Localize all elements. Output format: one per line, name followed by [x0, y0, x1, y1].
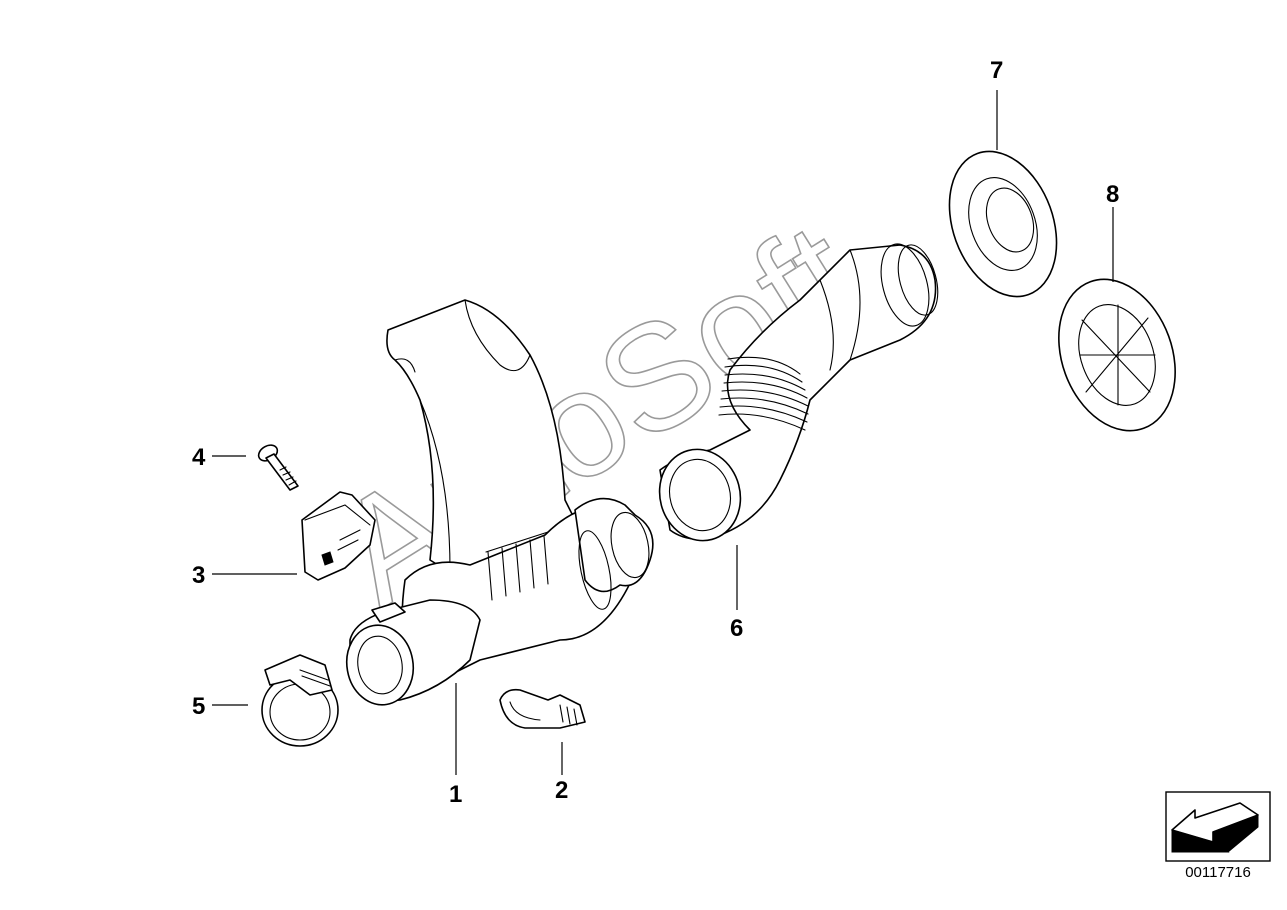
part-1-intake-housing: [345, 299, 654, 706]
document-number: 00117716: [1185, 864, 1251, 881]
part-6-bellows-hose: [658, 243, 939, 542]
part-3-holder: [301, 491, 376, 581]
part-8-cover-cap: [1058, 278, 1176, 432]
callout-6: 6: [730, 615, 743, 642]
callout-2: 2: [555, 777, 568, 804]
part-7-grommet: [948, 150, 1058, 298]
callout-8: 8: [1106, 181, 1119, 208]
callout-3: 3: [192, 562, 205, 589]
callout-4: 4: [192, 444, 206, 471]
part-5-hose-clamp: [261, 654, 339, 747]
callouts: 7 8 6 1 2 4 3 5: [192, 57, 1119, 808]
callout-7: 7: [990, 57, 1003, 84]
leader-lines: [212, 90, 1114, 775]
orientation-box: [1165, 791, 1271, 862]
part-2-clip: [499, 688, 586, 729]
callout-5: 5: [192, 693, 205, 720]
part-4-bolt: [257, 444, 299, 491]
callout-1: 1: [449, 781, 462, 808]
